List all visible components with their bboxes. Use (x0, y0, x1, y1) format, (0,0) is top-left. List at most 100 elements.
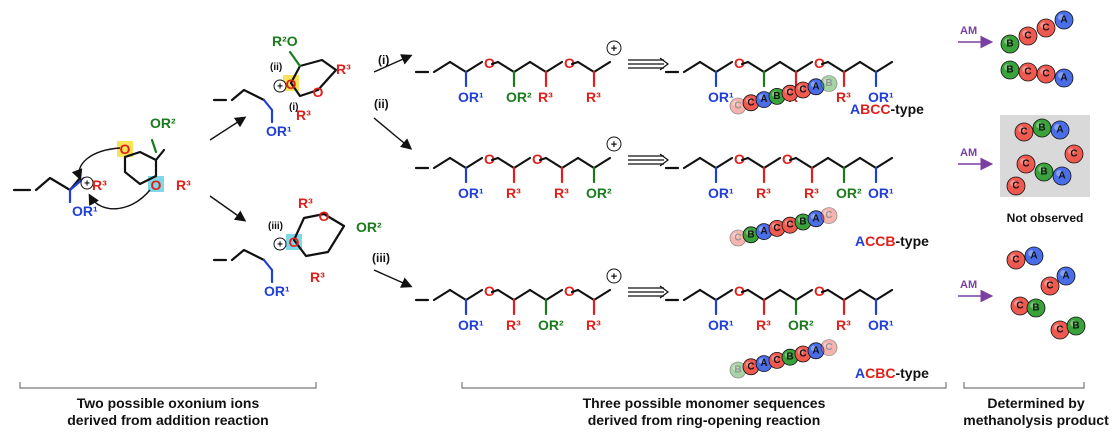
bracket-sequences (461, 382, 947, 389)
cut-i-label: (i) (289, 102, 298, 113)
monomer-bead-b: B (729, 361, 747, 379)
svg-text:A: A (812, 213, 819, 224)
svg-text:B: B (1038, 123, 1045, 134)
substituent-label: OR² (538, 317, 564, 333)
oxonium-bottom: OR¹ + O O R³ OR² R³ (iii) (212, 195, 382, 299)
svg-text:C: C (799, 349, 806, 360)
substituent-label: R³ (586, 89, 601, 105)
svg-text:B: B (825, 78, 832, 89)
ether-o: O (484, 283, 495, 299)
svg-text:A: A (1062, 271, 1069, 282)
addition-caption-line1: Two possible oxonium ions (77, 395, 260, 411)
monomer-bead-a: A (807, 342, 825, 360)
not-observed-label: Not observed (1007, 211, 1084, 225)
substituent-label: R³ (756, 185, 771, 201)
highlight-o-cyan (148, 176, 164, 192)
monomer-bead-b: B (1032, 118, 1052, 138)
svg-text:A: A (1030, 251, 1037, 262)
svg-text:C: C (1056, 325, 1063, 336)
svg-text:C: C (747, 361, 754, 372)
substituent-label: R³ (554, 185, 569, 201)
monomer-bead-b: B (1000, 60, 1020, 80)
svg-text:A: A (760, 94, 767, 105)
cut-iii-label: (iii) (268, 221, 283, 232)
ether-o: O (564, 283, 575, 299)
monomer-bead-c: C (768, 351, 786, 369)
ring-o-top: O (120, 141, 131, 157)
svg-text:C: C (1012, 255, 1019, 266)
sequence-type-accb: ACCB-type (855, 233, 929, 249)
svg-text:C: C (1022, 159, 1029, 170)
svg-text:C: C (773, 355, 780, 366)
or1-label: OR¹ (72, 203, 98, 219)
svg-text:C: C (1070, 149, 1077, 160)
substituent-label: OR¹ (708, 317, 734, 333)
monomer-bead-a: A (1024, 246, 1044, 266)
r3-label-left: R³ (92, 177, 107, 193)
substituent-label: R³ (586, 317, 601, 333)
monomer-bead-b: B (1066, 316, 1086, 336)
monomer-bead-c: C (781, 84, 799, 102)
sequence-caption-line2: derived from ring-opening reaction (588, 412, 821, 428)
monomer-bead-c: C (1018, 62, 1038, 82)
substituent-label: R³ (506, 317, 521, 333)
ring-o: O (286, 76, 297, 92)
substituent-label: OR¹ (868, 185, 894, 201)
svg-text:A: A (1056, 125, 1063, 136)
substituent-label: OR¹ (868, 89, 894, 105)
r3-label: R³ (298, 195, 313, 211)
route-iii-label: (iii) (372, 251, 390, 265)
svg-text:B: B (1006, 65, 1013, 76)
monomer-bead-b: B (768, 88, 786, 105)
am-arrow-2: AM (958, 147, 994, 171)
ether-o: O (484, 55, 495, 71)
monomer-bead-c: C (768, 219, 786, 237)
svg-text:C: C (1042, 69, 1049, 80)
sequence-type-abcc: ABCC-type (850, 101, 924, 117)
svg-text:A: A (812, 345, 819, 356)
svg-text:AM: AM (960, 25, 977, 37)
svg-text:C: C (1020, 127, 1027, 138)
am-arrow-3: AM (958, 279, 994, 303)
monomer-bead-c: C (1006, 176, 1026, 196)
ether-o: O (564, 55, 575, 71)
svg-text:C: C (747, 97, 754, 108)
substituent-label: OR¹ (458, 185, 484, 201)
plus-charge: + (611, 271, 617, 283)
substituent-label: R³ (506, 185, 521, 201)
monomer-bead-c: C (729, 229, 747, 247)
monomer-bead-b: B (742, 226, 760, 244)
monomer-bead-c: C (1064, 144, 1084, 164)
svg-text:C: C (734, 101, 741, 112)
monomer-bead-b: B (820, 75, 838, 92)
svg-text:C: C (1024, 67, 1031, 78)
substituent-label: OR¹ (868, 317, 894, 333)
ring-o: O (319, 208, 330, 224)
monomer-bead-a: A (807, 78, 825, 96)
svg-text:C: C (786, 88, 793, 99)
or2-label: OR² (150, 115, 176, 131)
svg-text:AM: AM (960, 279, 977, 291)
ether-o: O (814, 55, 825, 71)
substituent-label: OR¹ (458, 317, 484, 333)
svg-text:B: B (1032, 303, 1039, 314)
svg-text:C: C (786, 220, 793, 231)
monomer-bead-c: C (820, 339, 838, 357)
route-ii-arrow (373, 117, 413, 150)
svg-text:A: A (760, 358, 767, 369)
r3-label: R³ (336, 61, 351, 77)
monomer-bead-a: A (1050, 120, 1070, 140)
svg-text:B: B (786, 352, 793, 363)
svg-text:B: B (1040, 167, 1047, 178)
monomer-bead-c: C (1040, 276, 1060, 296)
monomer-bead-c: C (1018, 26, 1038, 46)
oxonium-top: OR¹ + O O R²O R³ R³ (ii) (i) (212, 33, 351, 139)
monomer-bead-c: C (1010, 296, 1030, 316)
r2o-label: R²O (272, 33, 298, 49)
monomer-bead-a: A (1052, 166, 1072, 186)
ether-o: O (734, 283, 745, 299)
svg-text:C: C (1046, 281, 1053, 292)
route-i-arrow (373, 54, 413, 73)
methanolysis-caption-line2: methanolysis product (963, 412, 1109, 428)
